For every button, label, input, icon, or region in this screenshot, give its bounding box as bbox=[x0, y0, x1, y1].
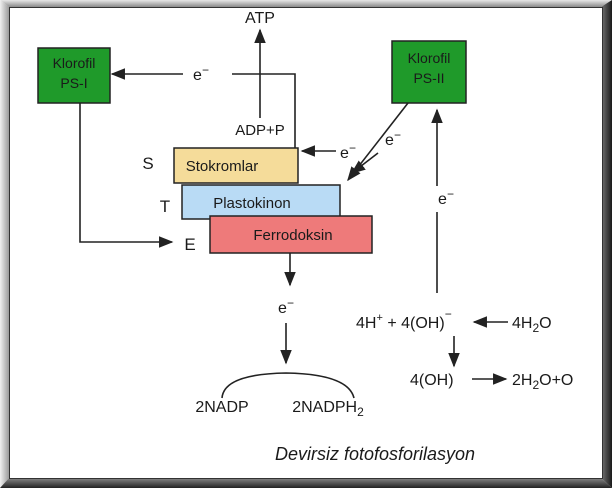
bottom-electron-label: e− bbox=[278, 296, 294, 317]
s-letter: S bbox=[142, 154, 153, 173]
ps2-label-line2: PS-II bbox=[413, 70, 444, 86]
diagram-caption: Devirsiz fotofosforilasyon bbox=[275, 444, 475, 464]
plastokinon-box: Plastokinon bbox=[181, 184, 341, 220]
plastokinon-label: Plastokinon bbox=[213, 195, 291, 212]
ps1-label-line2: PS-I bbox=[60, 75, 87, 91]
ps1-label-line1: Klorofil bbox=[53, 55, 96, 71]
ferrodoksin-label: Ferrodoksin bbox=[253, 227, 332, 244]
nadp-reduction-arc bbox=[221, 372, 355, 399]
line-stokromlar-to-top bbox=[232, 73, 296, 158]
water-rhs-label: 4H2O bbox=[512, 315, 552, 335]
stokromlar-label: Stokromlar bbox=[186, 158, 259, 175]
photophosphorylation-diagram: Klorofil PS-I Klorofil PS-II ATP ADP+P e… bbox=[37, 10, 573, 464]
product-label: 2H2O+O bbox=[512, 372, 573, 392]
oh-label: 4(OH) bbox=[410, 372, 454, 389]
chlorophyll-ps2-box: Klorofil PS-II bbox=[391, 40, 467, 104]
e-letter: E bbox=[184, 235, 195, 254]
t-letter: T bbox=[160, 197, 170, 216]
atp-label: ATP bbox=[245, 10, 275, 27]
nadp-label: 2NADP bbox=[195, 399, 248, 416]
top-electron-label: e− bbox=[193, 63, 209, 84]
water-lhs-label: 4H+ + 4(OH)− bbox=[356, 307, 452, 332]
arrow-ps1-to-e bbox=[79, 103, 174, 248]
stokromlar-box: Stokromlar bbox=[173, 147, 299, 184]
nadph2-label: 2NADPH2 bbox=[292, 399, 364, 419]
diagram-canvas: Klorofil PS-I Klorofil PS-II ATP ADP+P e… bbox=[9, 7, 603, 479]
ps2-electron-label: e− bbox=[385, 128, 401, 149]
right-electron-label: e− bbox=[438, 187, 454, 208]
ferrodoksin-box: Ferrodoksin bbox=[209, 215, 373, 254]
chlorophyll-ps1-box: Klorofil PS-I bbox=[37, 47, 111, 104]
middle-electron-label: e− bbox=[340, 141, 356, 162]
ps2-label-line1: Klorofil bbox=[408, 50, 451, 66]
arrow-ps2-to-plastokinon bbox=[347, 102, 409, 182]
adp-p-label: ADP+P bbox=[235, 122, 285, 139]
